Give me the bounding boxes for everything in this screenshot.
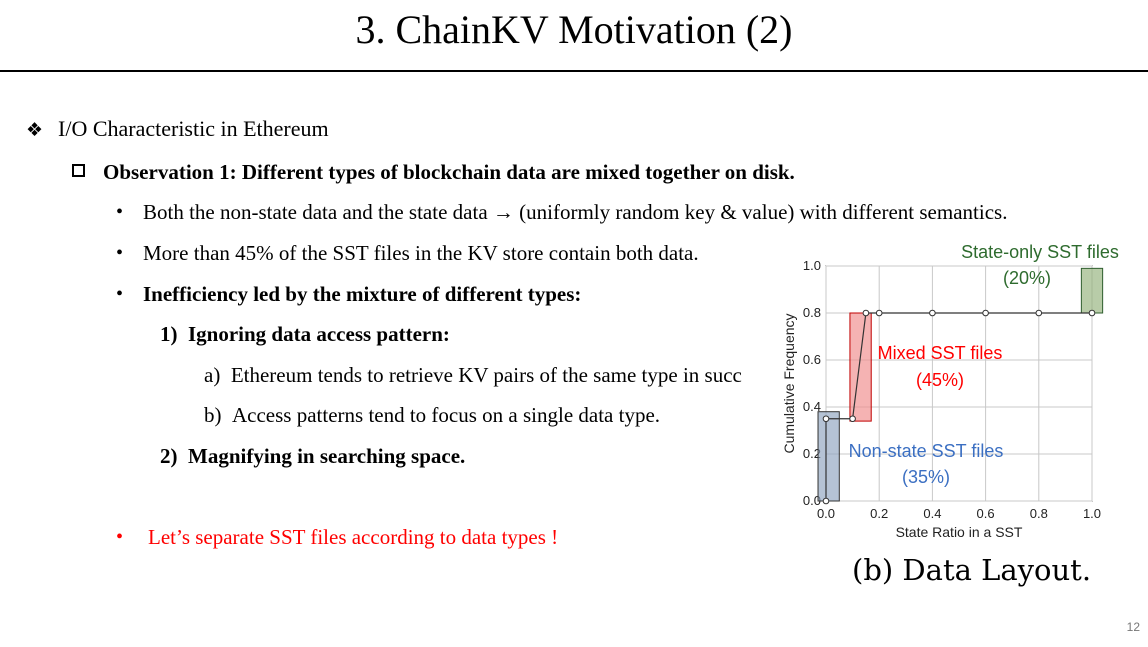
item-single-type: b) Access patterns tend to focus on a si… <box>204 403 661 427</box>
data-point <box>822 497 830 505</box>
bullet-dot-icon: • <box>116 526 124 548</box>
data-point <box>822 415 830 423</box>
diamond-bullet-icon: ❖ <box>26 119 44 141</box>
y-tick-label: 0.4 <box>803 399 821 414</box>
region-percent: (20%) <box>1003 268 1051 288</box>
data-point <box>982 309 989 317</box>
y-tick-label: 0.2 <box>803 446 821 461</box>
y-axis-label: Cumulative Frequency <box>781 313 797 453</box>
x-tick-label: 0.6 <box>977 506 995 521</box>
data-point <box>849 415 856 423</box>
data-point <box>1035 309 1043 317</box>
x-tick-label: 0.2 <box>870 506 888 521</box>
region-label: State-only SST files <box>961 242 1119 262</box>
figure-caption: (b) Data Layout. <box>852 553 1092 587</box>
y-tick-label: 0.6 <box>803 352 821 367</box>
region-label: Non-state SST files <box>849 441 1004 461</box>
data-point <box>862 309 870 317</box>
conclusion-text: Let’s separate SST files according to da… <box>148 525 559 549</box>
bullet-state-data: Both the non-state data and the state da… <box>143 200 1008 224</box>
y-tick-label: 0.0 <box>803 493 821 508</box>
bullet-dot-icon: • <box>116 242 124 264</box>
bullet-sst-mix: More than 45% of the SST files in the KV… <box>143 241 699 265</box>
x-tick-label: 0.4 <box>923 506 941 521</box>
x-axis-label: State Ratio in a SST <box>896 524 1023 540</box>
region-box <box>817 411 840 502</box>
bullet-dot-icon: • <box>116 201 124 223</box>
slide-title: 3. ChainKV Motivation (2) <box>355 7 793 52</box>
item-search-space: 2) Magnifying in searching space. <box>160 444 466 468</box>
data-point <box>929 309 936 317</box>
checkbox-bullet-icon <box>72 164 85 177</box>
bullet-dot-icon: • <box>116 283 124 305</box>
region-box <box>849 312 872 422</box>
x-tick-label: 0.0 <box>817 506 835 521</box>
region-percent: (45%) <box>916 370 964 390</box>
item-ignoring-pattern: 1) Ignoring data access pattern: <box>160 322 450 346</box>
section-heading: I/O Characteristic in Ethereum <box>58 116 329 141</box>
region-box <box>1080 267 1104 314</box>
title-divider <box>0 70 1148 72</box>
y-tick-label: 1.0 <box>803 258 821 273</box>
bullet-inefficiency: Inefficiency led by the mixture of diffe… <box>143 282 582 306</box>
x-tick-label: 0.8 <box>1030 506 1048 521</box>
page-number: 12 <box>1126 620 1140 634</box>
item-retrieve-same-type: a) Ethereum tends to retrieve KV pairs o… <box>204 363 742 387</box>
data-point <box>1088 309 1096 317</box>
region-percent: (35%) <box>902 467 950 487</box>
x-tick-label: 1.0 <box>1083 506 1101 521</box>
observation-text: Observation 1: Different types of blockc… <box>103 160 795 184</box>
data-point <box>875 309 883 317</box>
y-tick-label: 0.8 <box>803 305 821 320</box>
region-label: Mixed SST files <box>878 343 1003 363</box>
